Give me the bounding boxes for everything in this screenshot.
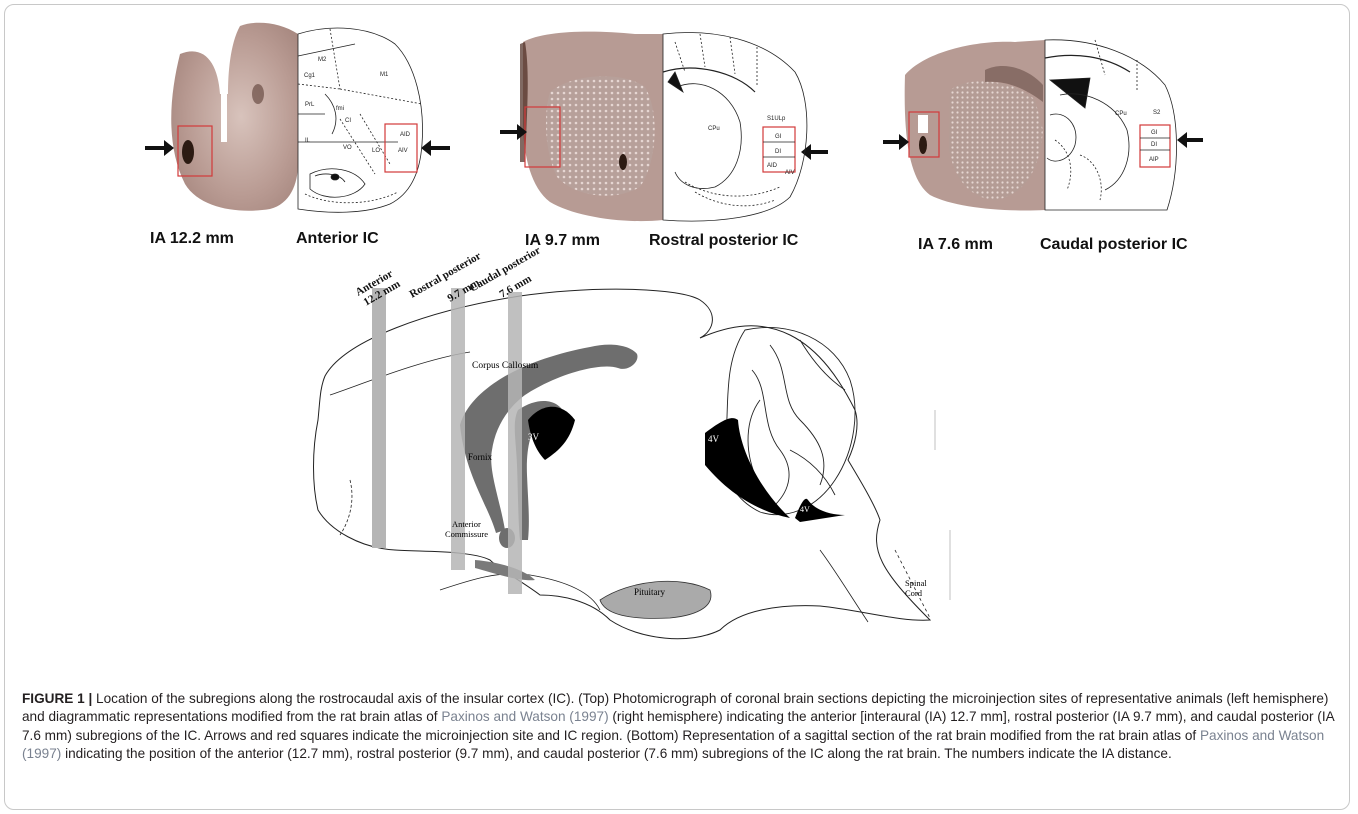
arrow-right-icon — [145, 140, 174, 156]
atlas-label-lo: LO — [372, 148, 380, 154]
anterior-photomicrograph — [171, 23, 298, 211]
anterior-atlas-diagram — [298, 28, 423, 212]
atlas-label-fmi: fmi — [336, 106, 344, 112]
ia-label-anterior: IA 12.2 mm — [150, 230, 234, 248]
label-anterior-commissure-2: Commissure — [445, 529, 488, 539]
panel-rostral-posterior: CPu S1ULp GI DI AID AIV — [495, 12, 840, 227]
label-spinal-2: Cord — [905, 588, 923, 598]
label-anterior-commissure-1: Anterior — [452, 519, 481, 529]
caption-text-3: indicating the position of the anterior … — [61, 746, 1171, 761]
atlas-label-il: IL — [305, 138, 311, 144]
figure-label: FIGURE 1 | — [22, 691, 92, 706]
caudal-section-figure: CPu S2 GI DI AIP — [875, 30, 1215, 215]
label-3v: 3V — [528, 432, 540, 442]
label-fornix: Fornix — [468, 452, 493, 462]
panel-anterior: M2 Cg1 M1 PrL fmi CI IL VO LO AID AIV — [140, 14, 460, 224]
atlas-label-prl: PrL — [305, 102, 315, 108]
atlas-label-aiv: AIV — [785, 170, 795, 176]
sagittal-brain-diagram: Corpus Callosum Fornix 3V Anterior Commi… — [0, 250, 1358, 670]
atlas-label-cpu: CPu — [708, 126, 720, 132]
atlas-label-di: DI — [1151, 142, 1157, 148]
atlas-label-vo: VO — [343, 145, 352, 151]
region-label-rostral: Rostral posterior IC — [649, 232, 798, 250]
label-4v-a: 4V — [708, 434, 720, 444]
atlas-label-gi: GI — [775, 134, 782, 140]
atlas-label-cpu: CPu — [1115, 111, 1127, 117]
atlas-label-s2: S2 — [1153, 110, 1161, 116]
caudal-atlas-diagram — [1045, 40, 1177, 210]
atlas-label-s1ulp: S1ULp — [767, 116, 786, 122]
atlas-label-aid: AID — [400, 132, 411, 138]
label-4v-b: 4V — [800, 505, 810, 514]
atlas-label-ci: CI — [345, 118, 351, 124]
brain-outline — [314, 289, 931, 639]
rostral-section-figure: CPu S1ULp GI DI AID AIV — [495, 12, 840, 227]
section-labels: Anterior 12.2 mm Rostral posterior 9.7 m… — [330, 220, 630, 340]
figure-caption: FIGURE 1 | Location of the subregions al… — [22, 690, 1340, 763]
label-pituitary: Pituitary — [634, 587, 665, 597]
label-corpus-callosum: Corpus Callosum — [472, 361, 539, 371]
atlas-label-m1: M1 — [380, 72, 389, 78]
caption-reference-1[interactable]: Paxinos and Watson (1997) — [441, 709, 608, 724]
arrow-right-icon — [883, 134, 909, 150]
arrow-left-icon — [1177, 132, 1203, 148]
anterior-section-figure: M2 Cg1 M1 PrL fmi CI IL VO LO AID AIV — [140, 14, 460, 224]
atlas-label-gi: GI — [1151, 130, 1158, 136]
atlas-label-cg1: Cg1 — [304, 73, 316, 79]
atlas-label-m2: M2 — [318, 57, 327, 63]
atlas-label-aiv: AIV — [398, 148, 408, 154]
atlas-label-aip: AIP — [1149, 157, 1159, 163]
atlas-label-di: DI — [775, 149, 781, 155]
rostral-atlas-diagram — [663, 33, 807, 222]
arrow-left-icon — [421, 140, 450, 156]
atlas-label-aid: AID — [767, 163, 778, 169]
label-spinal-1: Spinal — [905, 578, 927, 588]
panel-caudal-posterior: CPu S2 GI DI AIP — [875, 30, 1215, 215]
